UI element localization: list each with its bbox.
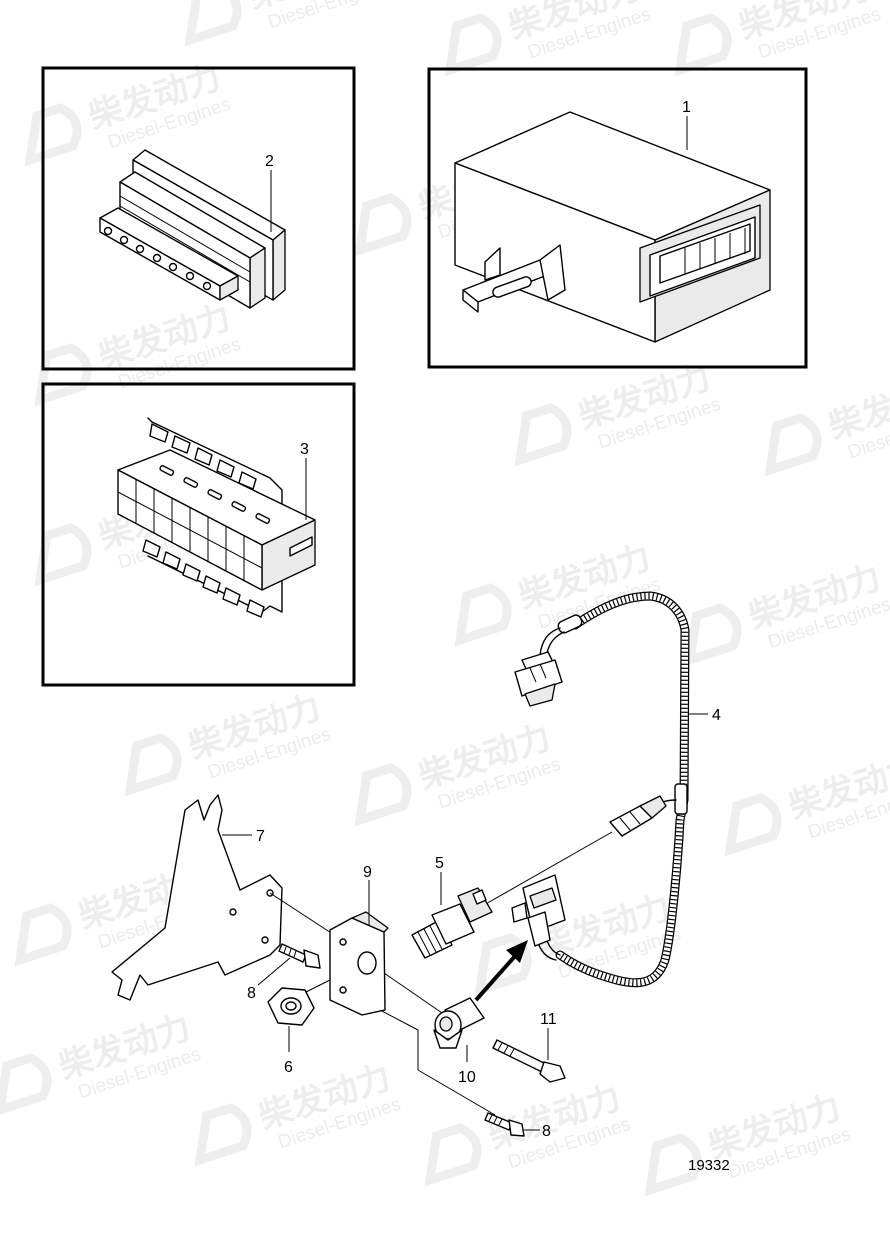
part-7-bracket bbox=[111, 794, 283, 1001]
part-5-pressure-sender bbox=[411, 887, 493, 959]
callout-8-lower: 8 bbox=[542, 1123, 551, 1140]
watermark-logo-icon bbox=[124, 733, 182, 797]
part-8-bolt-lower bbox=[484, 1112, 525, 1137]
callout-1: 1 bbox=[682, 99, 691, 116]
part-8-bolt-upper bbox=[278, 943, 321, 969]
assembly-line-lower-run bbox=[417, 1069, 496, 1116]
watermark-logo-icon bbox=[184, 0, 242, 47]
watermark-logo-icon bbox=[34, 523, 92, 587]
watermark-logo-icon bbox=[24, 103, 82, 167]
detail-frame-control-unit bbox=[427, 67, 808, 369]
callout-11: 11 bbox=[540, 1011, 557, 1028]
callout-5: 5 bbox=[435, 855, 444, 872]
callout-8-upper: 8 bbox=[247, 985, 256, 1002]
watermark-logo-icon bbox=[474, 933, 532, 997]
callout-7: 7 bbox=[256, 828, 265, 845]
part-1-control-unit bbox=[454, 111, 771, 343]
leader-8-upper bbox=[257, 957, 291, 986]
connection-line-sender bbox=[483, 831, 613, 906]
watermark-logo-icon bbox=[724, 793, 782, 857]
watermark-logo-icon bbox=[14, 903, 72, 967]
callout-3: 3 bbox=[300, 441, 309, 458]
drawing-number: 19332 bbox=[688, 1157, 730, 1174]
detail-frame-terminal-block bbox=[41, 382, 356, 687]
callout-10: 10 bbox=[458, 1069, 476, 1086]
watermark-logo-icon bbox=[684, 603, 742, 667]
part-4-sensor-harness bbox=[511, 591, 690, 988]
watermark-logo-icon bbox=[644, 1133, 702, 1197]
watermark-logo-icon bbox=[424, 1123, 482, 1187]
callout-6: 6 bbox=[284, 1059, 293, 1076]
watermark-logo-icon bbox=[514, 403, 572, 467]
part-9-angle-bracket bbox=[329, 911, 389, 1016]
watermark-logo-icon bbox=[674, 13, 732, 77]
watermark-logo-icon bbox=[34, 343, 92, 407]
callout-9: 9 bbox=[363, 864, 372, 881]
watermark-logo-icon bbox=[354, 763, 412, 827]
part-10-clamp bbox=[433, 997, 485, 1049]
part-3-terminal-block bbox=[117, 417, 316, 618]
watermark-logo-icon bbox=[454, 583, 512, 647]
watermark-logo-icon bbox=[354, 193, 412, 257]
watermark-logo-icon bbox=[194, 1103, 252, 1167]
watermark-logo-icon bbox=[444, 13, 502, 77]
part-6-nut bbox=[267, 987, 315, 1026]
detail-frame-connector-housing bbox=[41, 66, 356, 371]
part-2-connector-housing bbox=[99, 149, 286, 309]
watermark-logo-icon bbox=[764, 413, 822, 477]
install-direction-arrow-icon bbox=[474, 940, 528, 1002]
callout-2: 2 bbox=[265, 153, 274, 170]
callout-4: 4 bbox=[712, 707, 721, 724]
watermark-logo-icon bbox=[0, 1053, 52, 1117]
part-11-long-bolt bbox=[492, 1039, 566, 1083]
